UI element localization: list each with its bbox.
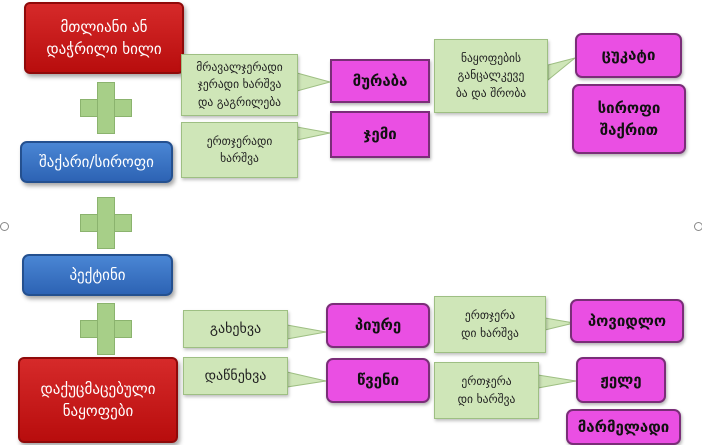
- process-squeeze: დაწნეხვა: [183, 357, 288, 395]
- product-povidlo: პოვიდლო: [570, 299, 684, 343]
- callout-tail-single-cook-3: [537, 374, 577, 389]
- selection-handle-right: [694, 222, 702, 231]
- product-jele: ჟელე: [576, 357, 666, 403]
- process-rub: გახეხვა: [183, 310, 288, 348]
- callout-tail-squeeze: [286, 371, 327, 388]
- whole-fruit-box: მთლიანი ან დაჭრილი ხილი: [24, 2, 184, 74]
- plus-sign-3: [80, 303, 132, 355]
- process-separate-wash: ნაყოფების განცალკევე ბა და შრობა: [434, 39, 548, 113]
- product-marmelade: მარმელადი: [566, 409, 681, 445]
- plus-sign-2: [80, 197, 132, 249]
- product-piure: პიურე: [326, 303, 430, 348]
- process-single-cook-3: ერთჯერა დი ხარშვა: [434, 362, 539, 419]
- concentrated-parts-box: დაქუცმაცებული ნაყოფები: [18, 357, 178, 443]
- callout-tail-rub: [286, 324, 327, 340]
- product-syrup-sugar: სიროფი შაქრით: [572, 84, 686, 154]
- pectin-box: პექტინი: [22, 254, 173, 296]
- process-single-cook-2: ერთჯერა დი ხარშვა: [434, 296, 546, 353]
- callout-tail-single-cook: [296, 126, 331, 141]
- product-tsukati: ცუკატი: [575, 33, 682, 78]
- process-single-cook: ერთჯერადი ხარშვა: [181, 122, 298, 178]
- product-jemi: ჯემი: [330, 111, 430, 158]
- callout-tail-multi-cook: [296, 72, 332, 92]
- callout-tail-separate-wash: [547, 57, 576, 82]
- selection-handle-left: [0, 222, 9, 231]
- product-muraba: მურაბა: [330, 59, 430, 103]
- product-tsveni: წვენი: [326, 358, 430, 403]
- process-multi-cook: მრავალჯერადი ჯერადი ხარშვა და გაგრილება: [181, 54, 298, 116]
- plus-sign-1: [80, 82, 132, 134]
- sugar-box: შაქარი/სიროფი: [20, 141, 173, 183]
